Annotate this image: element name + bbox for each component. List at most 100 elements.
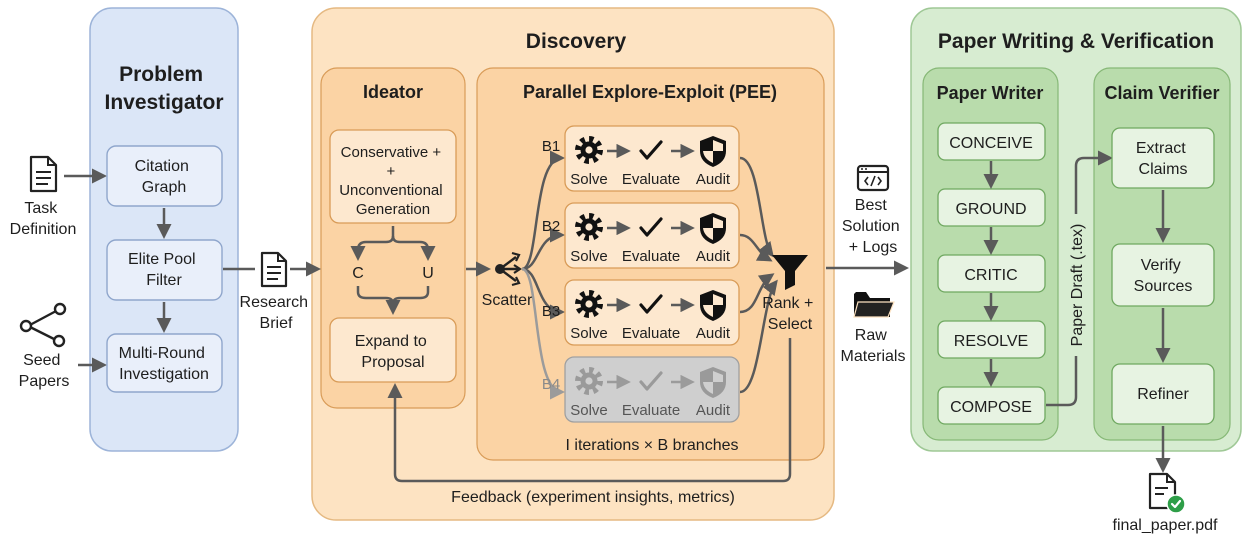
audit-label: Audit — [696, 325, 731, 342]
extract-claims-label: Extract Claims — [1136, 140, 1190, 178]
evaluate-label: Evaluate — [622, 171, 680, 188]
code-window-icon — [856, 164, 890, 192]
writer-step-label: COMPOSE — [950, 399, 1032, 416]
checkmark-icon — [639, 140, 663, 160]
b1-to-rank-connector — [739, 156, 774, 258]
b2-to-rank-connector — [739, 233, 773, 262]
scatter-to-b2-connector — [521, 227, 565, 271]
audit-label: Audit — [696, 171, 731, 188]
draft-label-backdrop — [1066, 214, 1086, 356]
branch-u-label: U — [422, 265, 434, 282]
best-solution-label: Best Solution + Logs — [842, 197, 904, 256]
ideator-split-connector-right — [391, 235, 436, 261]
pee-title: Parallel Explore-Exploit (PEE) — [523, 82, 777, 102]
scatter-label: Scatter — [482, 292, 533, 309]
writer-step-ground: GROUND — [937, 188, 1046, 227]
expand-proposal-label: Expand to Proposal — [355, 333, 432, 371]
writer-step-conceive: CONCEIVE — [937, 122, 1046, 161]
feedback-label: Feedback (experiment insights, metrics) — [451, 489, 735, 506]
extract-claims-box — [1111, 127, 1215, 189]
verify-sources-label: Verify Sources — [1134, 257, 1193, 295]
seed-papers-label: Seed Papers — [19, 352, 70, 390]
citation-graph-box — [106, 145, 223, 207]
branch-c-label: C — [352, 265, 364, 282]
branch-box — [564, 356, 740, 423]
writer-step-label: CONCEIVE — [949, 135, 1033, 152]
checkmark-icon — [639, 371, 663, 391]
audit-label: Audit — [696, 402, 731, 419]
citation-graph-label: Citation Graph — [135, 158, 194, 196]
solve-label: Solve — [570, 325, 608, 342]
multi-round-investigation-box — [106, 333, 223, 393]
gear-icon — [575, 367, 603, 395]
ideator-title: Ideator — [363, 82, 423, 102]
scatter-to-b3-connector — [521, 267, 565, 320]
checkmark-icon — [639, 217, 663, 237]
writer-step-critic: CRITIC — [937, 254, 1046, 293]
branch-row-b1: Solve Evaluate Audit — [564, 125, 740, 192]
branch-b4-label: B4 — [542, 376, 560, 393]
scatter-to-b4-connector — [521, 267, 565, 400]
final-paper-label: final_paper.pdf — [1113, 517, 1219, 534]
paper-draft-label: Paper Draft (.tex) — [1069, 224, 1086, 347]
solve-label: Solve — [570, 402, 608, 419]
branch-row-b3: Solve Evaluate Audit — [564, 279, 740, 346]
shield-icon — [700, 367, 726, 398]
claim-verifier-title: Claim Verifier — [1104, 83, 1219, 103]
checkmark-icon — [639, 294, 663, 314]
elite-pool-filter-box — [106, 239, 223, 301]
branch-box — [564, 279, 740, 346]
raw-materials-label: Raw Materials — [841, 327, 906, 365]
document-icon — [260, 251, 288, 288]
multi-round-investigation-label: Multi-Round Investigation — [119, 345, 210, 383]
branch-row-b2: Solve Evaluate Audit — [564, 202, 740, 269]
writer-step-label: GROUND — [955, 201, 1026, 218]
discovery-title: Discovery — [526, 30, 627, 53]
refiner-label: Refiner — [1137, 386, 1189, 403]
elite-pool-filter-label: Elite Pool Filter — [128, 251, 200, 289]
expand-proposal-box — [329, 317, 457, 383]
branch-row-b4: Solve Evaluate Audit — [564, 356, 740, 423]
writer-step-label: RESOLVE — [954, 333, 1028, 350]
scatter-to-b1-connector — [521, 150, 565, 271]
pee-footer-label: I iterations × B branches — [566, 437, 739, 454]
b3-to-rank-connector — [739, 273, 775, 314]
pdf-check-icon — [1148, 472, 1186, 514]
evaluate-label: Evaluate — [622, 402, 680, 419]
feedback-loop-arrow — [387, 338, 792, 483]
shield-icon — [700, 213, 726, 244]
funnel-icon — [772, 255, 808, 290]
solve-label: Solve — [570, 171, 608, 188]
writer-step-label: CRITIC — [964, 267, 1017, 284]
branch-b2-label: B2 — [542, 218, 560, 235]
share-icon — [19, 302, 67, 348]
writer-step-compose: COMPOSE — [937, 386, 1046, 425]
branch-box — [564, 125, 740, 192]
branch-b3-label: B3 — [542, 303, 560, 320]
shield-icon — [700, 290, 726, 321]
gear-icon — [575, 136, 603, 164]
rank-select-label: Rank + Select — [762, 295, 818, 333]
document-icon — [29, 155, 58, 193]
audit-label: Audit — [696, 248, 731, 265]
writer-step-resolve: RESOLVE — [937, 320, 1046, 359]
generation-box — [329, 129, 457, 224]
gear-icon — [575, 213, 603, 241]
paper-writing-title: Paper Writing & Verification — [938, 30, 1214, 53]
problem-investigator-title: Problem Investigator — [104, 63, 223, 114]
generation-label: Conservative + + Unconventional Generati… — [339, 144, 447, 218]
solve-label: Solve — [570, 248, 608, 265]
ideator-merge-connector-right — [391, 286, 430, 305]
b4-to-rank-connector — [739, 279, 778, 394]
refiner-box — [1111, 363, 1215, 425]
paper-writer-title: Paper Writer — [937, 83, 1044, 103]
gear-icon — [575, 290, 603, 318]
branch-b1-label: B1 — [542, 138, 560, 155]
scatter-icon — [495, 251, 522, 287]
folder-icon — [853, 292, 895, 318]
verify-sources-box — [1111, 243, 1215, 307]
branch-box — [564, 202, 740, 269]
evaluate-label: Evaluate — [622, 248, 680, 265]
shield-icon — [700, 136, 726, 167]
